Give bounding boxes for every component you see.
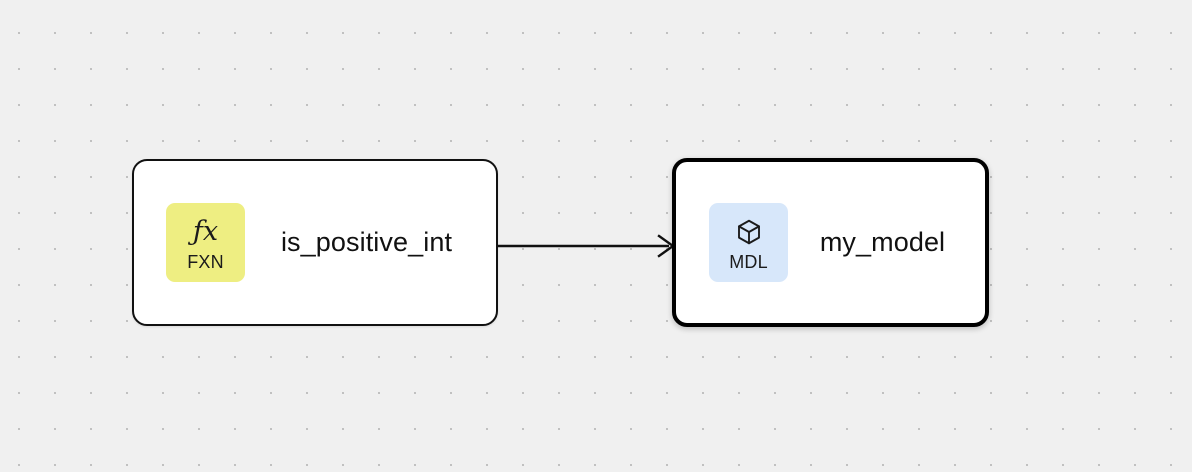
node-type-code: FXN [187,251,224,272]
arrowhead-icon [657,234,676,258]
node-title: my_model [819,227,946,257]
node-is-positive-int[interactable]: ƒx FXN is_positive_int [132,159,498,326]
node-my-model[interactable]: MDL my_model [672,158,989,327]
edge-fxn-to-mdl[interactable] [498,234,676,258]
node-type-badge-fxn: ƒx FXN [166,203,245,282]
function-fx-icon: ƒx [192,216,219,247]
node-type-code: MDL [729,251,768,272]
node-title: is_positive_int [280,227,453,257]
cube-icon [734,215,764,249]
node-type-badge-mdl: MDL [709,203,788,282]
